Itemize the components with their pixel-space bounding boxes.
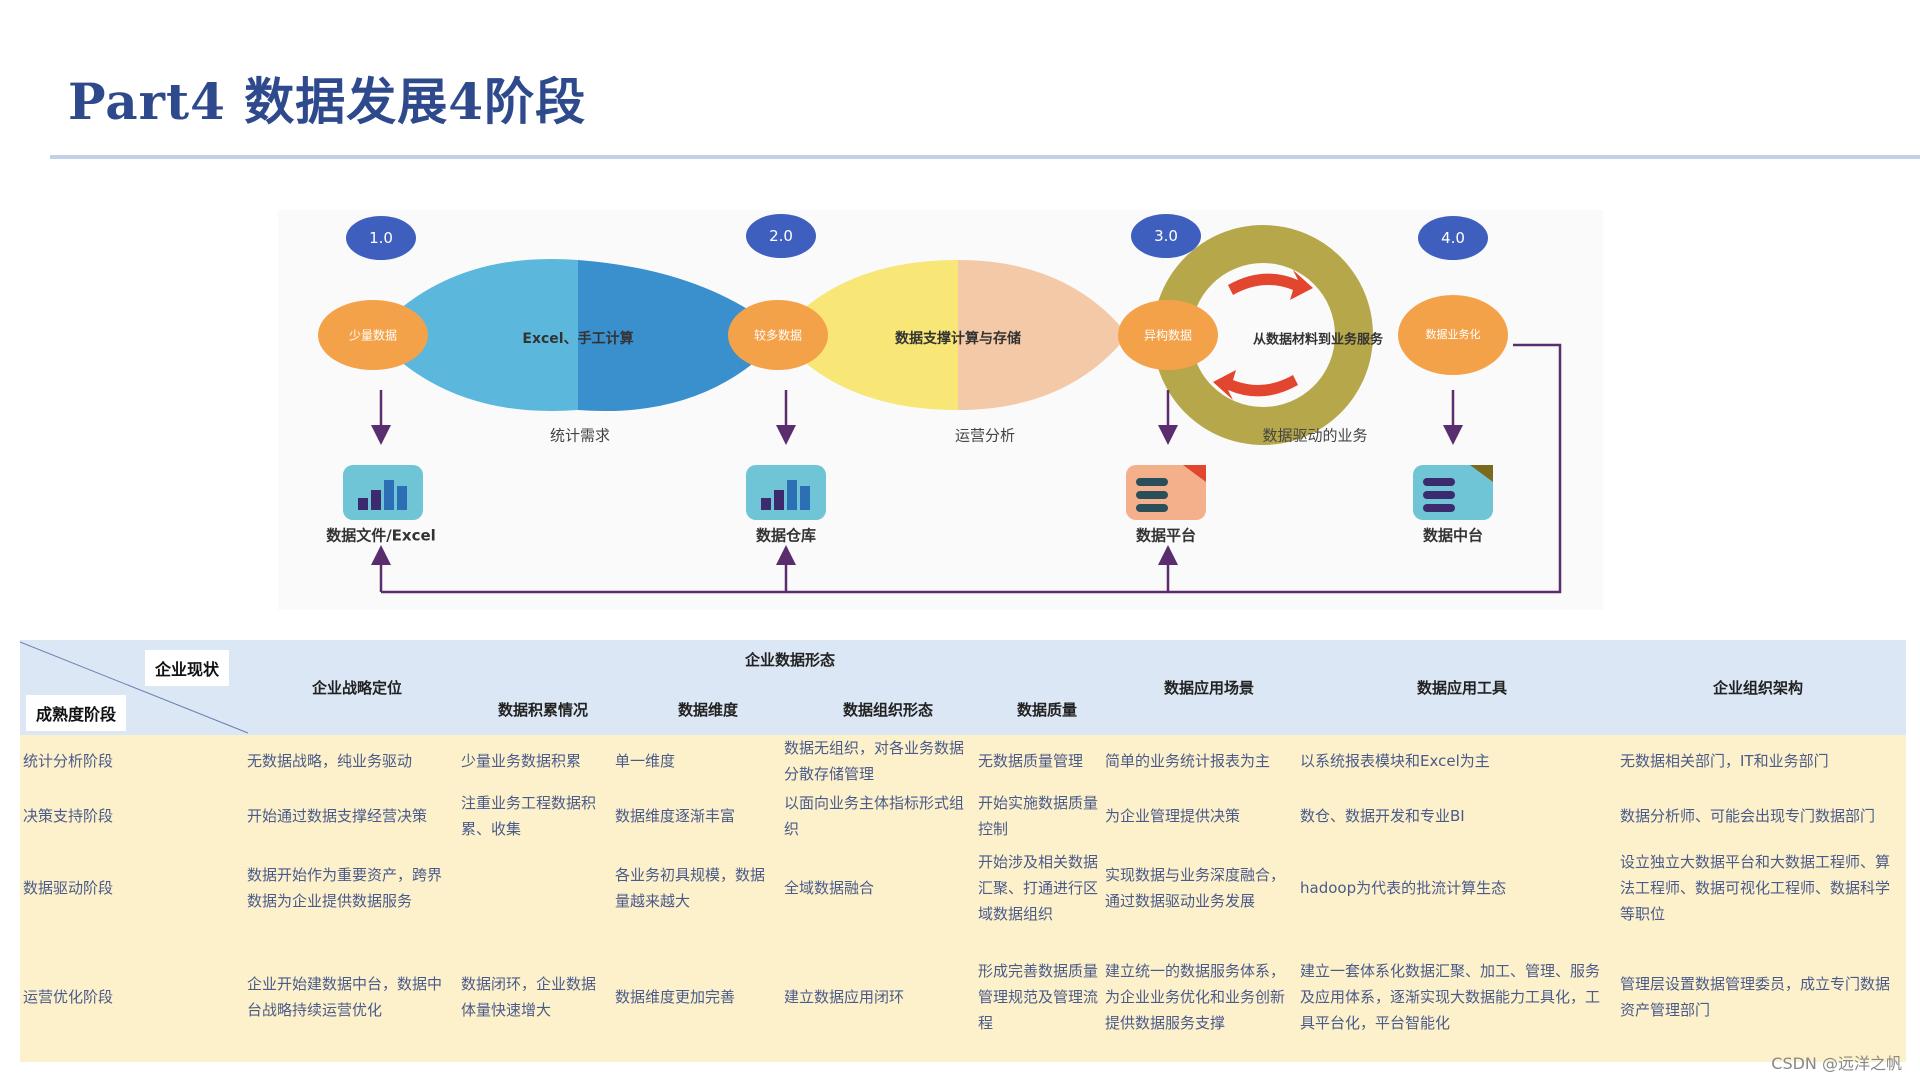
table-row-2-organization: 以面向业务主体指标形式组织	[784, 794, 965, 838]
header-dimension: 数据维度	[677, 701, 739, 719]
header-quality: 数据质量	[1016, 701, 1078, 719]
version-label-2: 2.0	[769, 227, 793, 245]
version-circle-3	[1131, 214, 1201, 258]
version-circle-2	[746, 214, 816, 258]
platform-label-2: 数据仓库	[755, 526, 817, 545]
table-row-4-accumulation: 数据闭环，企业数据体量快速增大	[461, 974, 597, 1019]
table-row-3-organization: 全域数据融合	[784, 879, 875, 897]
table-row-4-scenario: 建立统一的数据服务体系，为企业业务优化和业务创新提供数据服务支撑	[1105, 961, 1286, 1032]
demand-label-1: 统计需求	[549, 426, 611, 445]
corner-header-top: 企业现状	[145, 650, 230, 686]
table-row-1-strategy: 无数据战略，纯业务驱动	[247, 752, 413, 770]
table-row-3-dimension: 各业务初具规模，数据量越来越大	[615, 866, 766, 910]
demand-label-2: 运营分析	[954, 426, 1016, 445]
node-3	[1118, 300, 1218, 370]
node-label-2: 较多数据	[753, 328, 803, 343]
table-row-3-stage: 数据驱动阶段	[23, 879, 114, 897]
table-row-4-quality: 形成完善数据质量管理规范及管理流程	[978, 961, 1099, 1032]
table-row-1-structure: 无数据相关部门，IT和业务部门	[1620, 752, 1829, 770]
header-tools: 数据应用工具	[1416, 679, 1508, 697]
lens-label-1: Excel、手工计算	[522, 331, 634, 347]
node-4	[1398, 295, 1508, 375]
maturity-table: 企业现状 成熟度阶段 企业战略定位 企业数据形态 数据积累情况 数据维度 数据组…	[20, 640, 1906, 1062]
table-row-3-structure: 设立独立大数据平台和大数据工程师、算法工程师、数据可视化工程师、数据科学等职位	[1620, 853, 1891, 923]
lens-label-2: 数据支撑计算与存储	[895, 331, 1021, 347]
header-data-form-group: 企业数据形态	[744, 651, 836, 669]
table-row-2-quality: 开始实施数据质量控制	[978, 794, 1099, 838]
header-accumulation: 数据积累情况	[497, 701, 589, 719]
demand-label-3: 数据驱动的业务	[1262, 426, 1368, 445]
header-scenario: 数据应用场景	[1163, 679, 1255, 697]
table-header: 企业现状 成熟度阶段 企业战略定位 企业数据形态 数据积累情况 数据维度 数据组…	[20, 640, 1906, 735]
header-structure: 企业组织架构	[1712, 679, 1804, 697]
version-label-3: 3.0	[1154, 227, 1178, 245]
table-row-4-organization: 建立数据应用闭环	[784, 987, 905, 1006]
table-row-2-strategy: 开始通过数据支撑经营决策	[247, 807, 428, 825]
platform-icon-2	[746, 465, 826, 520]
platform-icon-1	[343, 465, 423, 520]
platform-icon-4	[1413, 465, 1493, 520]
title-divider	[50, 155, 1920, 159]
table-row-4-strategy: 企业开始建数据中台，数据中台战略持续运营优化	[247, 974, 443, 1019]
table-row-3-quality: 开始涉及相关数据汇聚、打通进行区域数据组织	[978, 853, 1099, 923]
table-row-1-dimension: 单一维度	[615, 752, 676, 770]
table-row-3-accumulation	[461, 845, 601, 931]
platform-icon-3	[1126, 465, 1206, 520]
table-row-2-accumulation: 注重业务工程数据积累、收集	[461, 794, 597, 838]
table-row-1-quality: 无数据质量管理	[978, 752, 1084, 770]
table-row-1-organization: 数据无组织，对各业务数据分散存储管理	[784, 739, 965, 783]
table-row-4-stage: 运营优化阶段	[23, 987, 114, 1006]
lens-1-left	[373, 258, 578, 412]
table-row-1-scenario: 简单的业务统计报表为主	[1105, 752, 1271, 770]
table-row-2-tools: 数仓、数据开发和专业BI	[1300, 807, 1465, 825]
platform-label-3: 数据平台	[1135, 526, 1197, 545]
version-circle-1	[346, 216, 416, 260]
table-body: 统计分析阶段 无数据战略，纯业务驱动 少量业务数据积累 单一维度 数据无组织，对…	[20, 735, 1906, 1062]
node-label-4: 数据业务化	[1425, 327, 1481, 341]
platform-label-4: 数据中台	[1422, 526, 1484, 545]
node-2	[728, 300, 828, 370]
table-row-2-scenario: 为企业管理提供决策	[1105, 807, 1241, 825]
table-row-2-dimension: 数据维度逐渐丰富	[615, 807, 736, 825]
lens-2-left	[778, 260, 958, 410]
table-row-3-strategy: 数据开始作为重要资产，跨界数据为企业提供数据服务	[247, 866, 443, 910]
node-label-3: 异构数据	[1143, 328, 1193, 343]
platform-label-1: 数据文件/Excel	[326, 526, 436, 545]
lens-1-right	[578, 260, 783, 412]
corner-header-bottom: 成熟度阶段	[26, 695, 127, 731]
ring-arrow-bottom	[1213, 370, 1298, 400]
lens-2-right	[958, 260, 1128, 410]
header-strategy: 企业战略定位	[311, 679, 403, 697]
lens-label-3: 从数据材料到业务服务	[1252, 332, 1384, 348]
table-row-2-structure: 数据分析师、可能会出现专门数据部门	[1620, 807, 1876, 825]
version-label-4: 4.0	[1441, 229, 1465, 247]
table-row-1-accumulation: 少量业务数据积累	[461, 752, 582, 770]
table-row-4-tools: 建立一套体系化数据汇聚、加工、管理、服务及应用体系，逐渐实现大数据能力工具化，工…	[1300, 961, 1601, 1032]
table-row-3-tools: hadoop为代表的批流计算生态	[1300, 879, 1507, 897]
table-row-4-structure: 管理层设置数据管理委员，成立专门数据资产管理部门	[1620, 974, 1891, 1019]
watermark: CSDN @远洋之帆	[1771, 1054, 1902, 1073]
table-row-1-stage: 统计分析阶段	[23, 752, 114, 770]
corner-diagonal	[20, 641, 249, 734]
header-organization: 数据组织形态	[842, 701, 934, 719]
table-row-4-dimension: 数据维度更加完善	[615, 987, 736, 1006]
table-row-1-tools: 以系统报表模块和Excel为主	[1300, 752, 1490, 770]
version-label-1: 1.0	[369, 229, 393, 247]
node-label-1: 少量数据	[348, 328, 398, 343]
data-development-diagram: 1.0 2.0 3.0 4.0 少量数据 较多数据 异构数据 数据业务化 Exc…	[278, 210, 1603, 610]
version-circle-4	[1418, 216, 1488, 260]
ring-arrow-top	[1228, 270, 1313, 300]
page-title: Part4 数据发展4阶段	[68, 72, 587, 131]
diagram-shapes	[278, 210, 1603, 610]
feedback-loop-line	[381, 343, 1562, 594]
ring-inner	[1191, 263, 1335, 407]
table-row-2-stage: 决策支持阶段	[23, 807, 114, 825]
table-row-3-scenario: 实现数据与业务深度融合，通过数据驱动业务发展	[1105, 866, 1286, 910]
node-1	[318, 300, 428, 370]
